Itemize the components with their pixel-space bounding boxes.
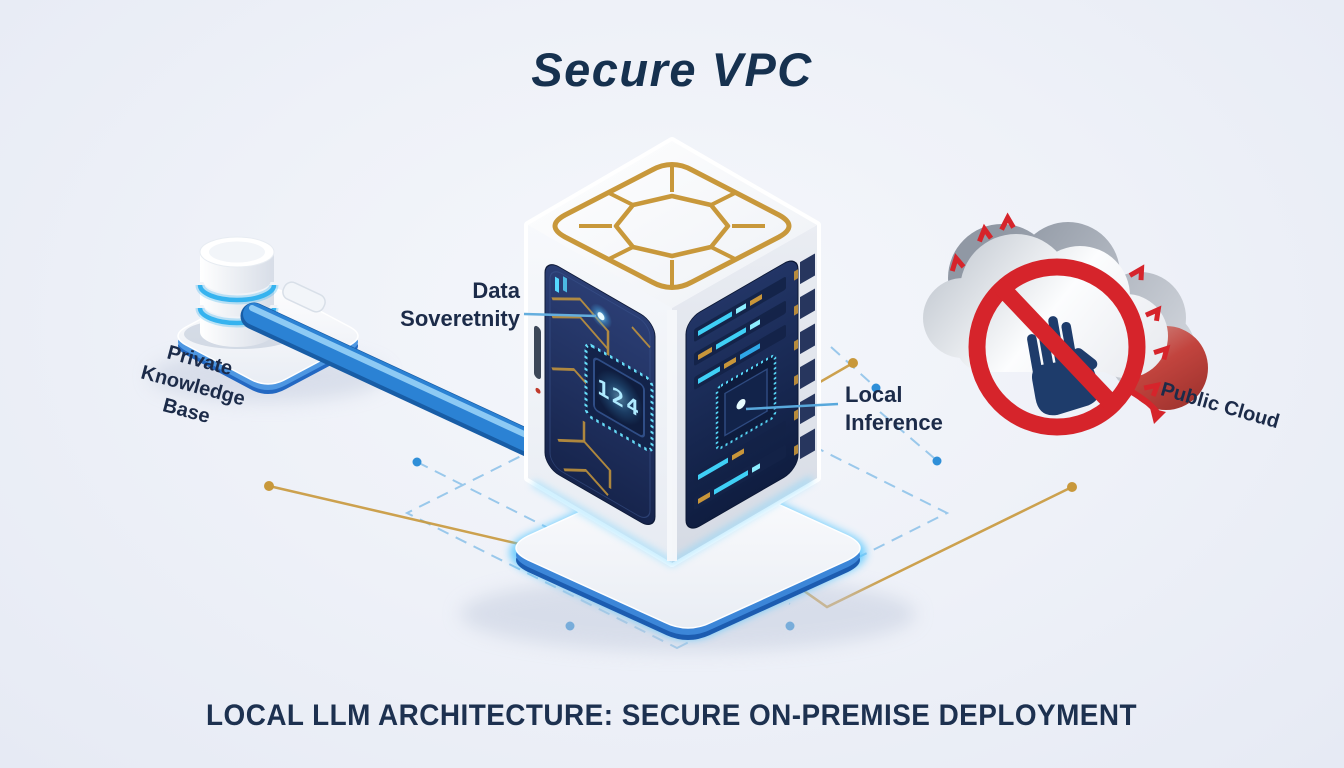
diagram-caption: LOCAL LLM ARCHITECTURE: SECURE ON-PREMIS… [0, 699, 1344, 733]
database-icon [150, 236, 386, 402]
server-blade-rows [694, 277, 786, 510]
data-sovereignty-connector [523, 312, 597, 318]
label-connectors [523, 312, 839, 411]
inference-chip [715, 354, 777, 450]
diagram-caption-text: LOCAL LLM ARCHITECTURE: SECURE ON-PREMIS… [206, 699, 1138, 732]
label-local-inference: Local Inference [845, 381, 1035, 436]
label-data-sovereignty-line2: Soveretnity [400, 305, 520, 331]
label-data-sovereignty: Data Soveretnity [330, 277, 520, 332]
chip-display: 124 [584, 343, 654, 452]
prohibition-icon [968, 258, 1146, 436]
cloud-icon [923, 212, 1208, 436]
server-left-panel: 124 [544, 264, 656, 525]
label-local-inference-line2: Inference [845, 409, 943, 435]
server-right-panel [685, 253, 815, 529]
alert-tick-marks [949, 212, 1171, 424]
top-face-gold-pattern [552, 162, 792, 290]
heatsink-fins [794, 253, 815, 460]
server-tower-icon: 124 [524, 137, 821, 567]
label-local-inference-line1: Local [845, 382, 903, 407]
local-inference-connector [745, 402, 839, 411]
label-data-sovereignty-line1: Data [472, 278, 520, 303]
diagram-title: Secure VPC [531, 43, 813, 96]
